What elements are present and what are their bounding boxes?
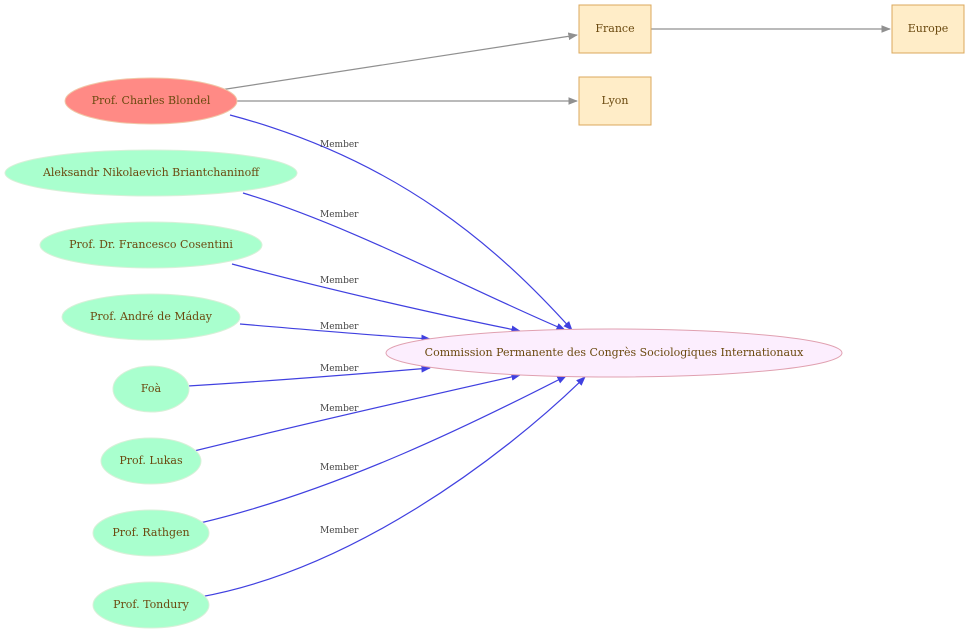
node-lyon-shape [578, 76, 652, 126]
node-europe-label: Europe [908, 22, 949, 35]
node-france[interactable]: France [578, 4, 652, 54]
node-blondel-shape [64, 77, 238, 125]
node-tondury-label: Prof. Tondury [113, 598, 190, 611]
edge-label-cosentini: Member [320, 276, 359, 286]
node-europe[interactable]: Europe [891, 4, 965, 54]
node-rathgen-label: Prof. Rathgen [112, 526, 189, 539]
edge-foa-commission [187, 364, 431, 387]
edge-blondel-commission [229, 114, 573, 331]
node-briantchaninoff-shape [4, 149, 298, 197]
edge-label-lukas: Member [320, 404, 359, 414]
edge-labels: Member Member Member Member Member Membe… [320, 140, 359, 536]
node-commission-shape [385, 328, 843, 378]
node-lukas-shape [100, 437, 202, 485]
node-foa-shape [112, 365, 190, 413]
node-maday-label: Prof. André de Máday [90, 310, 213, 323]
node-foa[interactable]: Foà [112, 365, 190, 413]
node-blondel-label: Prof. Charles Blondel [92, 94, 211, 107]
node-france-label: France [595, 22, 634, 35]
node-lukas[interactable]: Prof. Lukas [100, 437, 202, 485]
edge-label-tondury: Member [320, 526, 359, 536]
edge-cosentini-commission [231, 263, 521, 334]
member-edges [187, 114, 586, 598]
edge-label-foa: Member [320, 364, 359, 374]
node-blondel[interactable]: Prof. Charles Blondel [64, 77, 238, 125]
node-lyon[interactable]: Lyon [578, 76, 652, 126]
edge-blondel-france [219, 32, 578, 91]
edge-label-rathgen: Member [320, 463, 359, 473]
node-commission-label: Commission Permanente des Congrès Sociol… [425, 346, 804, 359]
node-lyon-label: Lyon [601, 94, 628, 107]
edge-lukas-commission [193, 373, 521, 452]
node-commission[interactable]: Commission Permanente des Congrès Sociol… [385, 328, 843, 378]
node-tondury-shape [92, 581, 210, 629]
node-cosentini[interactable]: Prof. Dr. Francesco Cosentini [39, 221, 263, 269]
location-edges [219, 25, 891, 105]
node-briantchaninoff[interactable]: Aleksandr Nikolaevich Briantchaninoff [4, 149, 298, 197]
node-europe-shape [891, 4, 965, 54]
node-tondury[interactable]: Prof. Tondury [92, 581, 210, 629]
node-cosentini-label: Prof. Dr. Francesco Cosentini [69, 238, 233, 251]
edge-maday-commission [239, 323, 431, 343]
edge-label-blondel: Member [320, 140, 359, 150]
node-lukas-label: Prof. Lukas [119, 454, 183, 467]
node-maday[interactable]: Prof. André de Máday [61, 293, 241, 341]
edge-briantchaninoff-commission [242, 192, 566, 331]
node-cosentini-shape [39, 221, 263, 269]
edge-label-briantchaninoff: Member [320, 210, 359, 220]
node-foa-label: Foà [141, 382, 162, 395]
node-rathgen[interactable]: Prof. Rathgen [92, 509, 210, 557]
edge-tondury-commission [199, 376, 586, 598]
node-maday-shape [61, 293, 241, 341]
edge-rathgen-commission [199, 375, 567, 524]
node-briantchaninoff-label: Aleksandr Nikolaevich Briantchaninoff [42, 166, 260, 179]
node-rathgen-shape [92, 509, 210, 557]
edge-label-maday: Member [320, 322, 359, 332]
node-france-shape [578, 4, 652, 54]
